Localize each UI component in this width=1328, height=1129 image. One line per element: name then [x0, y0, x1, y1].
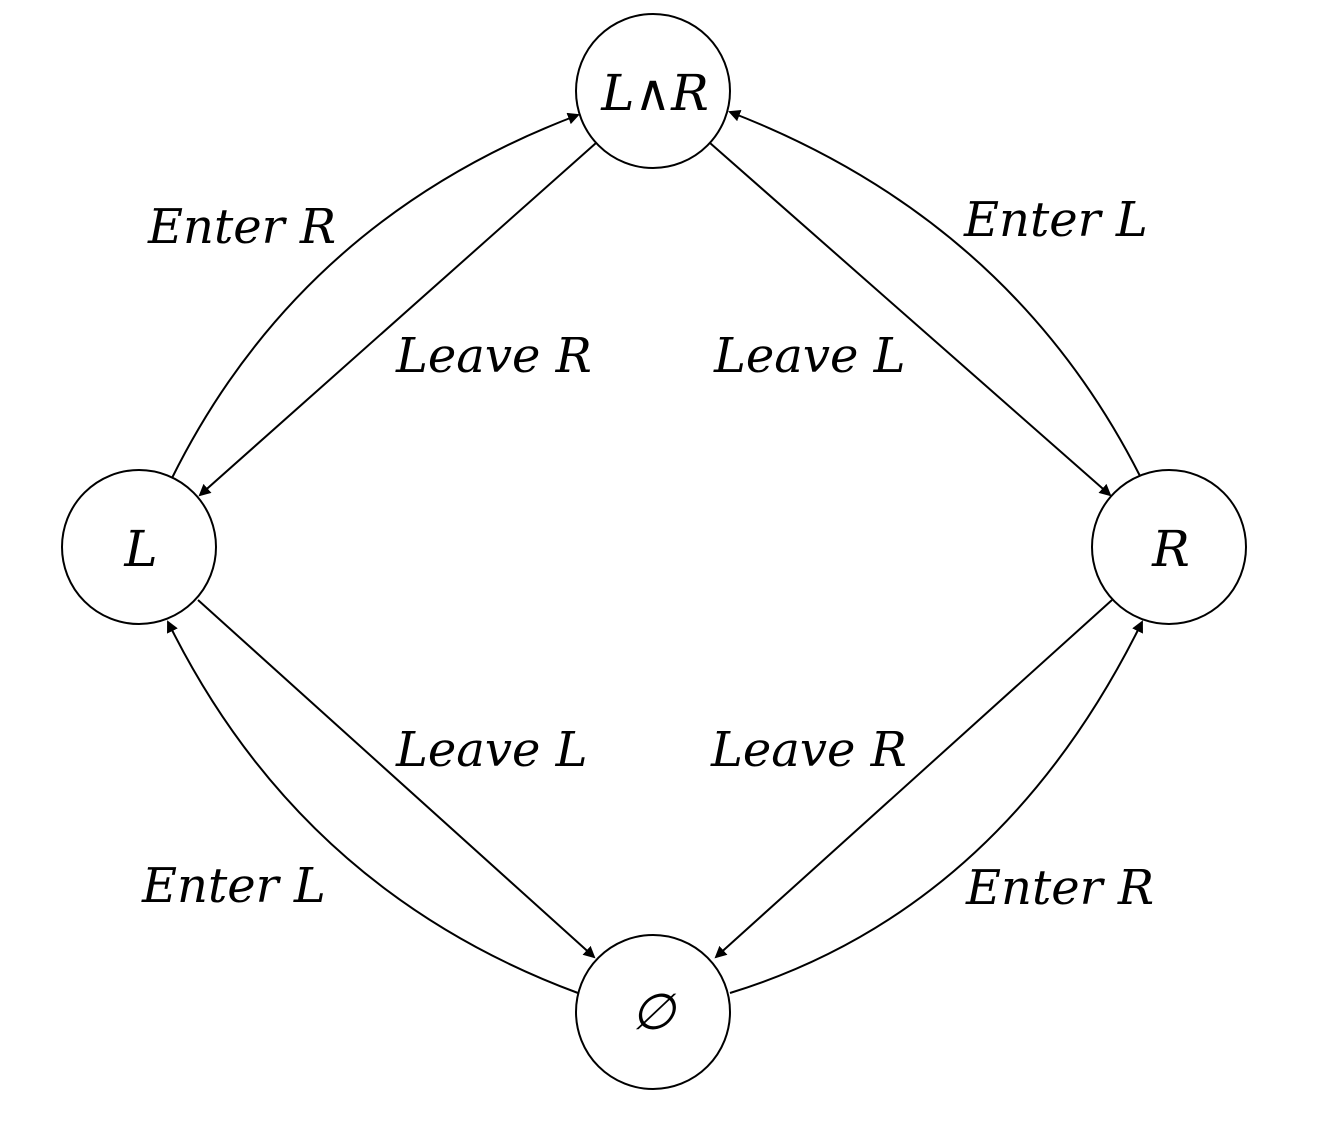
node-bottom-circle: [575, 934, 731, 1090]
node-top-label: L∧R: [600, 64, 708, 122]
edge-left-to-bottom-label: Leave L: [395, 722, 588, 778]
edge-bottom-to-left: [167, 620, 579, 994]
node-right-label: R: [1151, 520, 1190, 578]
edge-top-to-left: [198, 142, 597, 497]
edge-right-to-bottom-label: Leave R: [710, 722, 907, 778]
edge-bottom-to-right-label: Enter R: [965, 860, 1154, 916]
edge-left-to-top-label: Enter R: [147, 199, 336, 255]
edge-left-to-bottom: [197, 599, 596, 959]
edge-right-to-bottom: [714, 599, 1113, 959]
edge-right-to-top: [728, 110, 1141, 477]
edge-bottom-to-right: [729, 620, 1143, 994]
node-bottom-label: ∅: [631, 983, 677, 1041]
edge-right-to-top-label: Enter L: [963, 192, 1148, 248]
node-left-circle: [61, 469, 217, 625]
node-left-label: L: [123, 520, 157, 578]
edge-left-to-top: [171, 112, 580, 479]
node-top-circle: [575, 13, 731, 169]
edge-bottom-to-left-label: Enter L: [141, 858, 326, 914]
node-right-circle: [1091, 469, 1247, 625]
edge-top-to-right: [709, 142, 1112, 497]
edge-top-to-right-label: Leave L: [713, 328, 906, 384]
edge-top-to-left-label: Leave R: [395, 328, 592, 384]
